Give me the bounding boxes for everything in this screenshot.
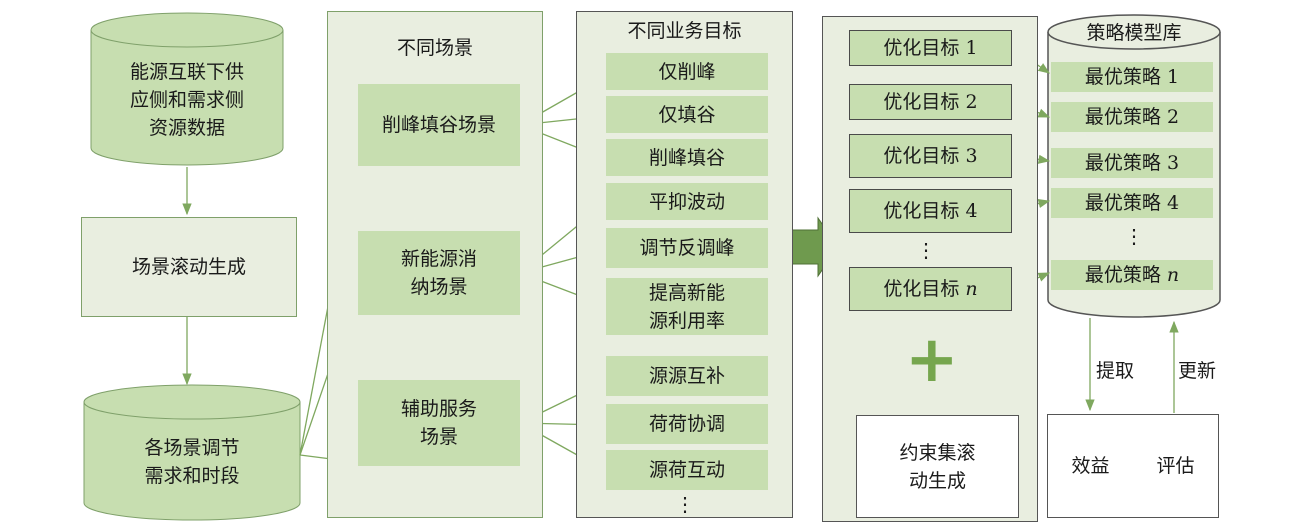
target-source-load: 源荷互动	[606, 450, 768, 490]
strategies-more-dots: ⋮	[1124, 224, 1144, 248]
scene-rolling-generation-box: 场景滚动生成	[81, 217, 297, 317]
evaluate-label: 评估	[1156, 455, 1195, 477]
strategy-1: 最优策略 1	[1051, 62, 1213, 92]
strategy-3: 最优策略 3	[1051, 148, 1213, 178]
goal-n-prefix: 优化目标	[883, 278, 966, 300]
goal-2: 优化目标 2	[849, 84, 1012, 120]
target-valley-filling: 仅填谷	[606, 96, 768, 133]
update-label: 更新	[1178, 360, 1217, 382]
target-peak-shaving: 仅削峰	[606, 53, 768, 90]
source-data-label: 能源互联下供 应侧和需求侧 资源数据	[129, 61, 244, 139]
extract-label: 提取	[1096, 360, 1135, 382]
scene-renewable-accommodation: 新能源消 纳场景	[358, 231, 520, 315]
target-peak-valley: 削峰填谷	[606, 139, 768, 176]
constraint-generation-box: 约束集滚 动生成	[856, 415, 1019, 518]
scenes-title: 不同场景	[396, 37, 473, 59]
target-smooth-fluctuation: 平抑波动	[606, 183, 768, 220]
strategy-4: 最优策略 4	[1051, 188, 1213, 218]
source-data-cylinder	[90, 12, 284, 166]
goal-n-index: n	[965, 278, 978, 300]
strategy-n: 最优策略 n	[1051, 260, 1213, 290]
target-load-load: 荷荷协调	[606, 404, 768, 444]
plus-icon: +	[905, 323, 959, 397]
strategy-2: 最优策略 2	[1051, 102, 1213, 132]
goals-more-dots: ⋮	[916, 238, 936, 262]
target-renewable-utilization: 提高新能 源利用率	[606, 278, 768, 335]
goal-3: 优化目标 3	[849, 134, 1012, 178]
benefit-label: 效益	[1071, 455, 1110, 477]
strategy-n-prefix: 最优策略	[1084, 264, 1167, 286]
goal-1: 优化目标 1	[849, 30, 1012, 66]
evaluation-box: 效益 评估	[1047, 414, 1219, 518]
scene-ancillary-service: 辅助服务 场景	[358, 380, 520, 466]
targets-more-dots: ⋮	[675, 492, 695, 516]
strategy-library-title: 策略模型库	[1086, 22, 1182, 44]
goal-n: 优化目标 n	[849, 267, 1012, 311]
scene-demand-cylinder	[83, 384, 301, 521]
targets-title: 不同业务目标	[627, 20, 742, 42]
scene-peak-valley: 削峰填谷场景	[358, 84, 520, 166]
strategy-n-index: n	[1166, 264, 1180, 286]
target-source-source: 源源互补	[606, 356, 768, 396]
goal-4: 优化目标 4	[849, 189, 1012, 233]
target-anti-peak-regulation: 调节反调峰	[606, 228, 768, 268]
scene-demand-label: 各场景调节 需求和时段	[144, 437, 240, 487]
